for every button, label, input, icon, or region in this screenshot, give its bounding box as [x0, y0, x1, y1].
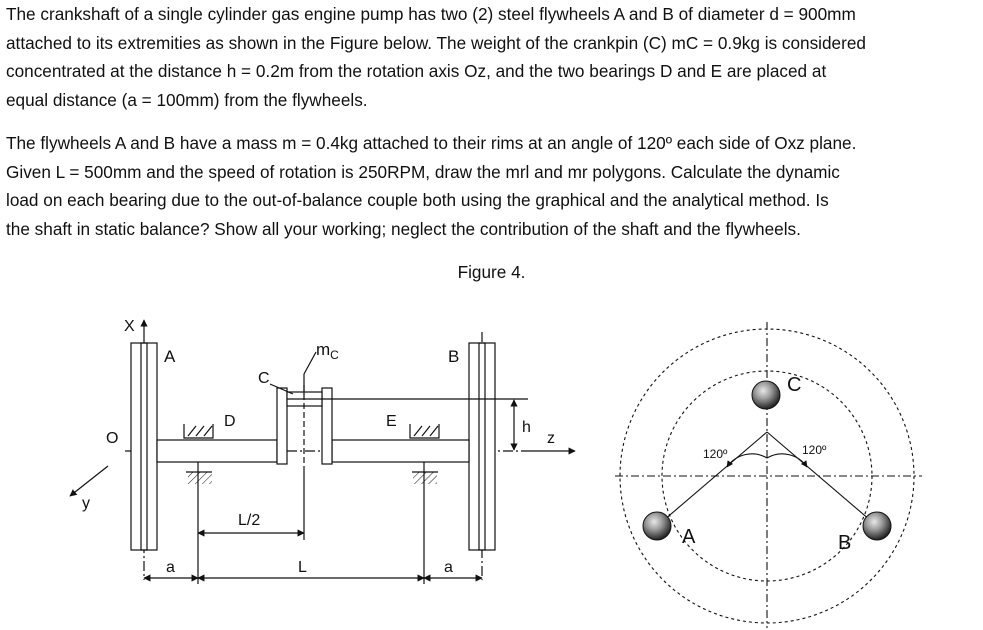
flywheel-b: [468, 342, 496, 551]
z-axis-label: z: [547, 430, 555, 447]
bearing-e-ground: [413, 472, 437, 484]
crankpin-mass-leader-2: [303, 351, 317, 375]
problem-line: Given L = 500mm and the speed of rotatio…: [6, 161, 840, 182]
crank-web-right: [321, 387, 333, 465]
mass-c-label: C: [787, 374, 801, 396]
mass-a-ball: [642, 511, 672, 541]
mass-b-ball: [862, 511, 892, 541]
y-axis-arrow: [69, 465, 109, 497]
angle-arc-right: [766, 453, 808, 468]
mass-a-label: A: [682, 526, 696, 548]
mass-b-label: B: [838, 532, 851, 554]
a-left-label: a: [166, 559, 175, 576]
bearing-d-ground: [188, 472, 212, 484]
crankpin-label: C: [258, 370, 270, 387]
radius-line-a: [656, 431, 768, 527]
crankpin-mass-symbol: m: [316, 340, 330, 359]
half-l-label: L/2: [238, 512, 260, 529]
crankpin-mass-subscript: C: [330, 348, 339, 362]
radius-line-b: [766, 431, 878, 527]
origin-label: O: [106, 430, 118, 447]
flywheel-b-label: B: [448, 347, 459, 366]
bearing-e-hatch: [429, 425, 439, 437]
shaft-left: [156, 439, 278, 463]
bearing-d-hatch: [203, 425, 213, 437]
crank-web-left: [276, 387, 288, 465]
crankpin-c-leader: [269, 383, 294, 395]
problem-line: concentrated at the distance h = 0.2m fr…: [6, 61, 827, 82]
angle-arc-left: [726, 453, 768, 468]
flywheel-a: [130, 342, 158, 551]
bearing-d-hatch: [195, 425, 205, 437]
angle-right-label: 120º: [802, 443, 827, 457]
problem-paragraph-2: The flywheels A and B have a mass m = 0.…: [6, 129, 978, 243]
mass-c-ball: [751, 380, 781, 410]
end-view-masses: [642, 380, 892, 541]
l-label: L: [298, 559, 307, 576]
crankpin-mass-label: mC: [316, 340, 339, 362]
flywheel-a-hub: [140, 342, 148, 551]
angle-left-label: 120º: [703, 447, 728, 461]
end-view-labels: C A B 120º 120º: [682, 374, 851, 554]
bearing-d-hatch: [187, 425, 197, 437]
problem-line: equal distance (a = 100mm) from the flyw…: [6, 89, 368, 110]
bearing-d-upper: [183, 424, 214, 439]
h-label: h: [522, 419, 531, 436]
flywheel-a-label: A: [164, 347, 176, 366]
side-view: [69, 319, 576, 584]
figure-title: Figure 4.: [457, 262, 526, 282]
problem-line: The crankshaft of a single cylinder gas …: [6, 4, 856, 24]
bearing-e-hatch: [421, 425, 431, 437]
bearing-e-label: E: [386, 413, 397, 430]
a-right-label: a: [444, 559, 453, 576]
bearing-e-hatch: [413, 425, 423, 437]
problem-line: the shaft in static balance? Show all yo…: [6, 218, 801, 239]
shaft-right: [331, 439, 470, 463]
problem-line: attached to its extremities as shown in …: [6, 32, 866, 53]
end-view: [615, 322, 922, 628]
flywheel-b-hub: [478, 342, 486, 551]
y-axis-label: y: [82, 495, 90, 512]
side-view-labels: X y z O A B C mC D E h L/2 L a a: [82, 318, 555, 576]
bearing-d-label: D: [224, 413, 236, 430]
bearing-e-upper: [409, 424, 440, 439]
x-axis-label: X: [124, 318, 135, 335]
problem-line: The flywheels A and B have a mass m = 0.…: [6, 133, 857, 153]
problem-paragraph-1: The crankshaft of a single cylinder gas …: [6, 0, 978, 114]
problem-line: load on each bearing due to the out-of-b…: [6, 190, 829, 211]
